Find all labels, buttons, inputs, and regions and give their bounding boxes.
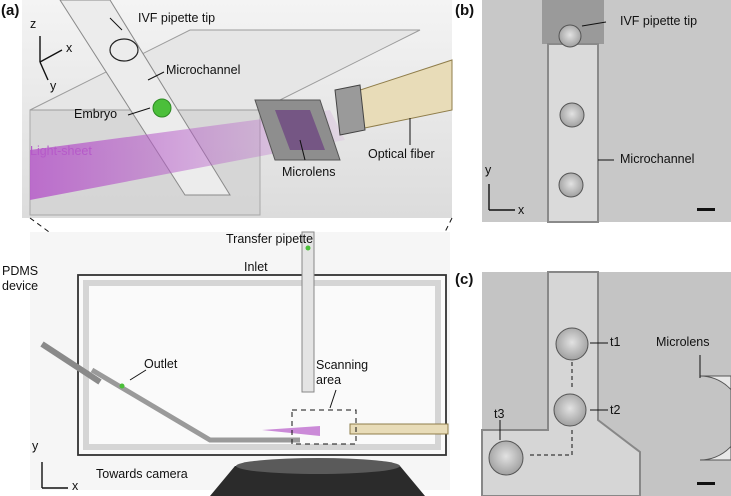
microlens-image	[699, 375, 731, 461]
label-ivf-tip-b: IVF pipette tip	[620, 14, 698, 28]
outlet-channel	[90, 367, 300, 443]
embryo-t1	[555, 327, 589, 361]
panel-label-b: (b)	[455, 2, 475, 19]
axis-y-b: y	[485, 163, 492, 177]
scale-bar-b	[697, 208, 715, 211]
axis-y-bottom: y	[32, 439, 39, 453]
label-towards-camera: Towards camera	[96, 467, 188, 481]
embryo-b-1	[558, 24, 582, 48]
axes-top	[39, 36, 63, 81]
panel-label-a: (a)	[1, 2, 20, 19]
axis-x-b: x	[518, 203, 525, 217]
label-scanning-area: Scanning area	[316, 358, 369, 387]
embryo-t3	[488, 440, 524, 476]
panel-label-c: (c)	[455, 271, 474, 288]
axis-z-top: z	[30, 17, 37, 31]
pipette-tip-ring	[109, 38, 139, 62]
axes-b	[488, 184, 515, 211]
label-t2: t2	[610, 403, 621, 417]
camera-objective	[210, 466, 425, 496]
label-pdms-device: PDMS device	[2, 264, 39, 293]
embryo-render	[152, 98, 172, 118]
panel-b-micrograph	[482, 0, 731, 222]
microchannel-c	[481, 271, 641, 496]
label-microlens-a: Microlens	[282, 165, 336, 179]
embryo-b-2	[559, 102, 585, 128]
label-embryo: Embryo	[74, 107, 118, 121]
label-microchannel-a: Microchannel	[166, 63, 241, 77]
label-ivf-tip-a: IVF pipette tip	[138, 11, 216, 25]
label-microlens-c: Microlens	[656, 335, 710, 349]
label-microchannel-b: Microchannel	[620, 152, 695, 166]
transfer-pipette-render	[301, 231, 315, 393]
label-transfer-pipette: Transfer pipette	[226, 232, 314, 246]
scanning-area-box	[291, 409, 357, 445]
axis-x-bottom: x	[72, 479, 79, 493]
scale-bar-c	[697, 482, 715, 485]
label-t3: t3	[494, 407, 505, 421]
axis-x-top: x	[66, 41, 73, 55]
embryo-b-3	[558, 172, 584, 198]
axis-y-top: y	[50, 79, 57, 93]
embryo-t2	[553, 393, 587, 427]
label-inlet: Inlet	[244, 260, 268, 274]
label-outlet: Outlet	[144, 357, 178, 371]
label-t1: t1	[610, 335, 621, 349]
outlet-tube	[40, 341, 102, 385]
label-light-sheet: Light-sheet	[30, 144, 92, 158]
label-optical-fiber: Optical fiber	[368, 147, 435, 161]
axes-bottom	[41, 462, 68, 489]
